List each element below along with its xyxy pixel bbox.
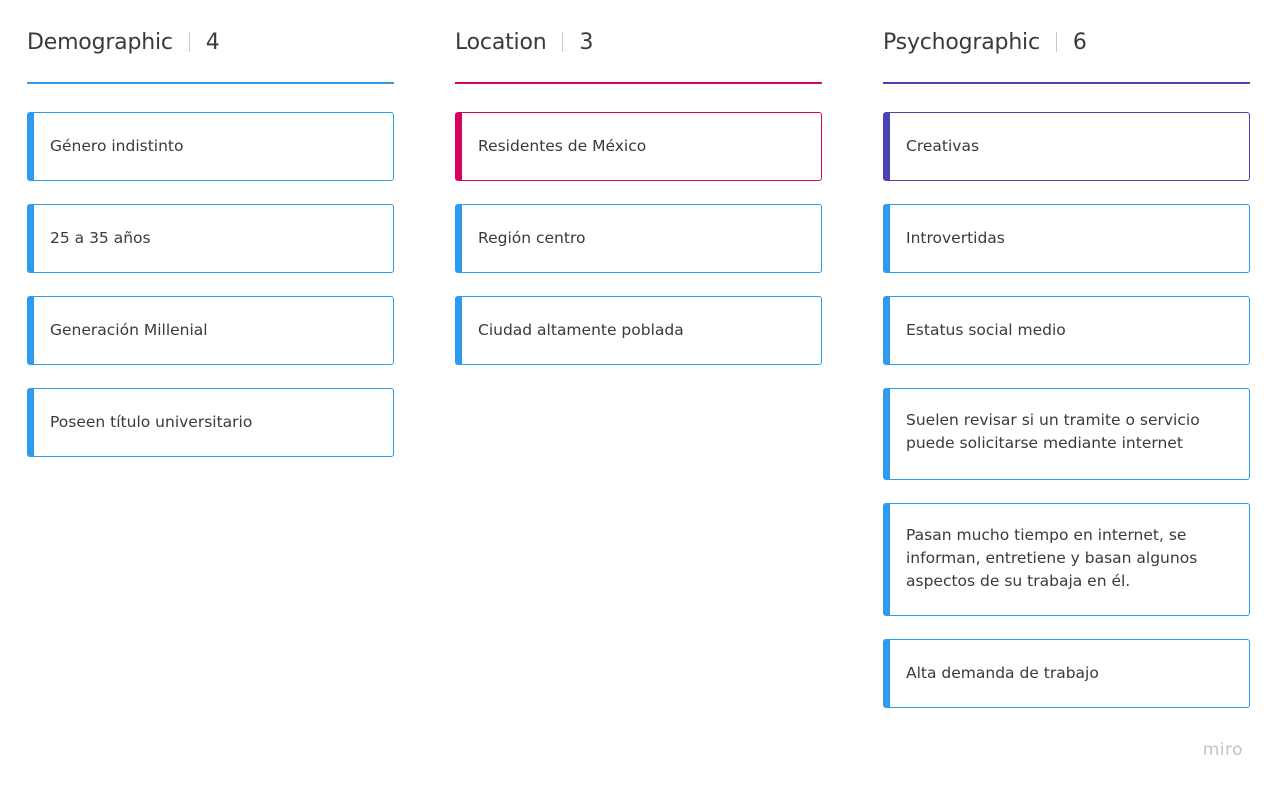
column-count: 4 [205,29,220,55]
card[interactable]: Generación Millenial [27,296,394,365]
column-title: Location [455,29,547,55]
card-text: Generación Millenial [50,321,208,339]
card-text: Pasan mucho tiempo en internet, se infor… [906,526,1198,590]
card[interactable]: Región centro [455,204,822,273]
card[interactable]: Ciudad altamente poblada [455,296,822,365]
card-text: Ciudad altamente poblada [478,321,684,339]
card-text: Introvertidas [906,229,1005,247]
column-header: Psychographic 6 [883,26,1087,58]
column-rule [883,82,1250,84]
header-divider [1055,32,1057,52]
column-count: 6 [1072,29,1087,55]
card-text: Región centro [478,229,586,247]
column-title: Psychographic [883,29,1040,55]
card[interactable]: 25 a 35 años [27,204,394,273]
column-header: Demographic 4 [27,26,220,58]
card-text: Estatus social medio [906,321,1066,339]
card-text: Residentes de México [478,137,647,155]
card-list: Creativas Introvertidas Estatus social m… [883,112,1250,708]
card[interactable]: Poseen título universitario [27,388,394,457]
card-text: Alta demanda de trabajo [906,664,1099,682]
card[interactable]: Alta demanda de trabajo [883,639,1250,708]
column-title: Demographic [27,29,173,55]
card-list: Residentes de México Región centro Ciuda… [455,112,822,365]
header-divider [188,32,190,52]
card[interactable]: Creativas [883,112,1250,181]
card-list: Género indistinto 25 a 35 años Generació… [27,112,394,457]
card[interactable]: Introvertidas [883,204,1250,273]
card-text: Poseen título universitario [50,413,253,431]
card-text: 25 a 35 años [50,229,151,247]
card-text: Creativas [906,137,980,155]
column-count: 3 [579,29,594,55]
card-text: Género indistinto [50,137,184,155]
card-text: Suelen revisar si un tramite o servicio … [906,411,1200,452]
column-rule [27,82,394,84]
card[interactable]: Estatus social medio [883,296,1250,365]
header-divider [562,32,564,52]
card[interactable]: Pasan mucho tiempo en internet, se infor… [883,503,1250,616]
column-header: Location 3 [455,26,593,58]
column-rule [455,82,822,84]
card[interactable]: Género indistinto [27,112,394,181]
card[interactable]: Suelen revisar si un tramite o servicio … [883,388,1250,480]
miro-logo: miro [1202,740,1243,760]
card[interactable]: Residentes de México [455,112,822,181]
